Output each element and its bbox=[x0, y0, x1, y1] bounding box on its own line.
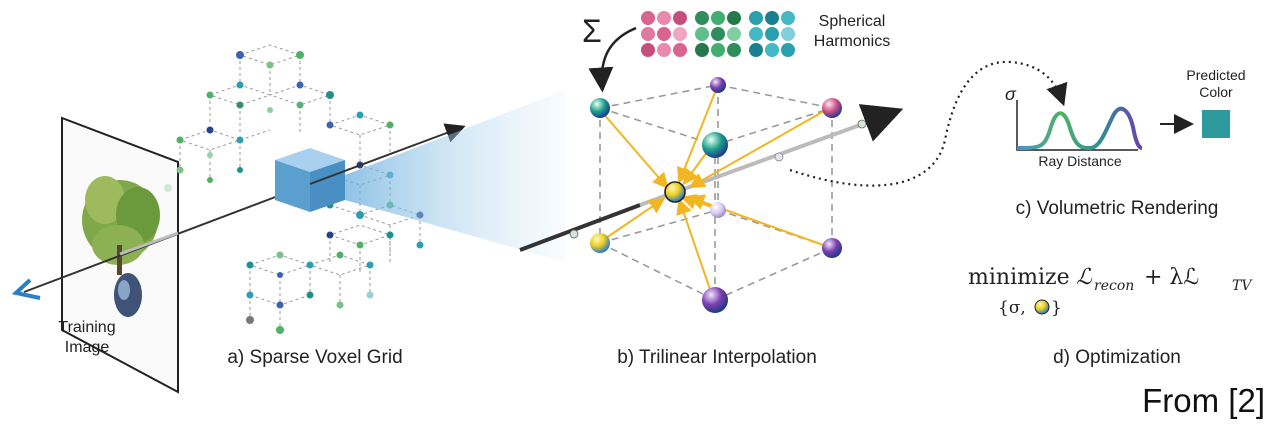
sh-sphere bbox=[822, 98, 842, 118]
voxel-point bbox=[207, 177, 213, 183]
interpolated-point bbox=[664, 181, 686, 203]
sh-sphere bbox=[822, 238, 842, 258]
voxel-point bbox=[326, 231, 334, 239]
corner-spheres bbox=[590, 77, 842, 313]
voxel-point bbox=[356, 211, 364, 219]
sh-sphere bbox=[590, 233, 610, 253]
voxel-point bbox=[366, 261, 374, 269]
panel-d: minimize ℒ recon + λℒ TV {σ, } d) Optimi… bbox=[968, 265, 1253, 368]
voxel-point bbox=[266, 61, 274, 69]
voxel-point bbox=[277, 272, 283, 278]
caption-b: b) Trilinear Interpolation bbox=[617, 347, 817, 368]
sh-thumbnails bbox=[641, 11, 795, 57]
sh-label-line1: Spherical bbox=[819, 13, 886, 30]
sh-sphere bbox=[702, 287, 728, 313]
source-citation: From [2] bbox=[1142, 382, 1265, 419]
caption-a: a) Sparse Voxel Grid bbox=[227, 347, 402, 368]
training-label-line2: Image bbox=[65, 339, 110, 356]
sum-arrow bbox=[588, 26, 637, 93]
voxel-point bbox=[246, 291, 254, 299]
voxel-point bbox=[236, 101, 244, 109]
interp-ray bbox=[519, 203, 641, 252]
sum-symbol: Σ bbox=[582, 13, 602, 49]
voxel-point bbox=[296, 51, 304, 59]
voxel-point bbox=[236, 81, 244, 89]
predicted-color-swatch bbox=[1202, 110, 1230, 138]
voxel-point bbox=[237, 167, 243, 173]
highlighted-voxel bbox=[275, 148, 345, 212]
objective-op: + λℒ bbox=[1144, 265, 1199, 290]
voxel-point bbox=[236, 136, 244, 144]
voxel-point bbox=[246, 316, 254, 324]
voxel-point bbox=[206, 91, 214, 99]
objective-vars-open: {σ, bbox=[998, 298, 1026, 318]
objective-sub1: recon bbox=[1094, 278, 1134, 294]
voxel-points bbox=[176, 51, 424, 334]
x-axis-label: Ray Distance bbox=[1038, 153, 1121, 169]
sh-sphere-symbol bbox=[1034, 299, 1050, 315]
voxel-point bbox=[236, 51, 244, 59]
voxel-point bbox=[326, 121, 334, 129]
sh-sphere bbox=[590, 98, 610, 118]
voxel-point bbox=[176, 136, 184, 144]
sh-sphere bbox=[710, 202, 726, 218]
voxel-point bbox=[296, 81, 304, 89]
output-label-line1: Predicted bbox=[1186, 67, 1245, 83]
panel-b: Σ Spherical Harmonics bbox=[519, 11, 904, 368]
panel-a: Training Image bbox=[11, 44, 466, 394]
voxel-point bbox=[386, 231, 394, 239]
objective-prefix: minimize bbox=[968, 265, 1070, 290]
voxel-point bbox=[306, 291, 314, 299]
sh-sphere bbox=[710, 77, 726, 93]
voxel-point bbox=[276, 251, 284, 259]
voxel-point bbox=[276, 326, 284, 334]
voxel-point bbox=[386, 121, 394, 129]
voxel-point bbox=[246, 261, 254, 269]
voxel-point bbox=[207, 152, 213, 158]
voxel-point bbox=[356, 111, 364, 119]
interp-cube bbox=[599, 84, 833, 301]
objective-sub2: TV bbox=[1232, 278, 1253, 294]
interp-arrows bbox=[601, 89, 827, 299]
camera-icon bbox=[11, 278, 41, 300]
voxel-point bbox=[336, 251, 344, 259]
zoom-cone bbox=[345, 90, 565, 262]
voxel-point bbox=[306, 261, 314, 269]
camera-ray-inside-image bbox=[119, 231, 179, 256]
voxel-point bbox=[366, 291, 374, 299]
plant-image bbox=[82, 176, 160, 317]
camera-ray-front bbox=[309, 123, 466, 185]
voxel-point bbox=[267, 107, 273, 113]
voxel-point bbox=[296, 101, 304, 109]
sh-sphere bbox=[702, 132, 728, 158]
voxel-point bbox=[416, 241, 424, 249]
objective-term1: ℒ bbox=[1076, 265, 1093, 290]
voxel-point bbox=[326, 91, 334, 99]
voxel-point bbox=[206, 126, 214, 134]
voxel-point bbox=[336, 301, 344, 309]
sigma-symbol: σ bbox=[1005, 84, 1017, 104]
output-label-line2: Color bbox=[1199, 84, 1233, 100]
voxel-point bbox=[356, 241, 364, 249]
panel-c: σ Ray Distance Predicted Color c) Volume… bbox=[789, 60, 1246, 219]
caption-c: c) Volumetric Rendering bbox=[1016, 198, 1219, 219]
voxel-point bbox=[176, 166, 184, 174]
voxel-point bbox=[276, 301, 284, 309]
sh-label-line2: Harmonics bbox=[814, 33, 890, 50]
density-curve bbox=[1016, 106, 1143, 151]
caption-d: d) Optimization bbox=[1053, 347, 1181, 368]
training-label-line1: Training bbox=[58, 319, 115, 336]
objective-vars-close: } bbox=[1051, 298, 1062, 318]
dotted-link bbox=[789, 60, 1068, 187]
